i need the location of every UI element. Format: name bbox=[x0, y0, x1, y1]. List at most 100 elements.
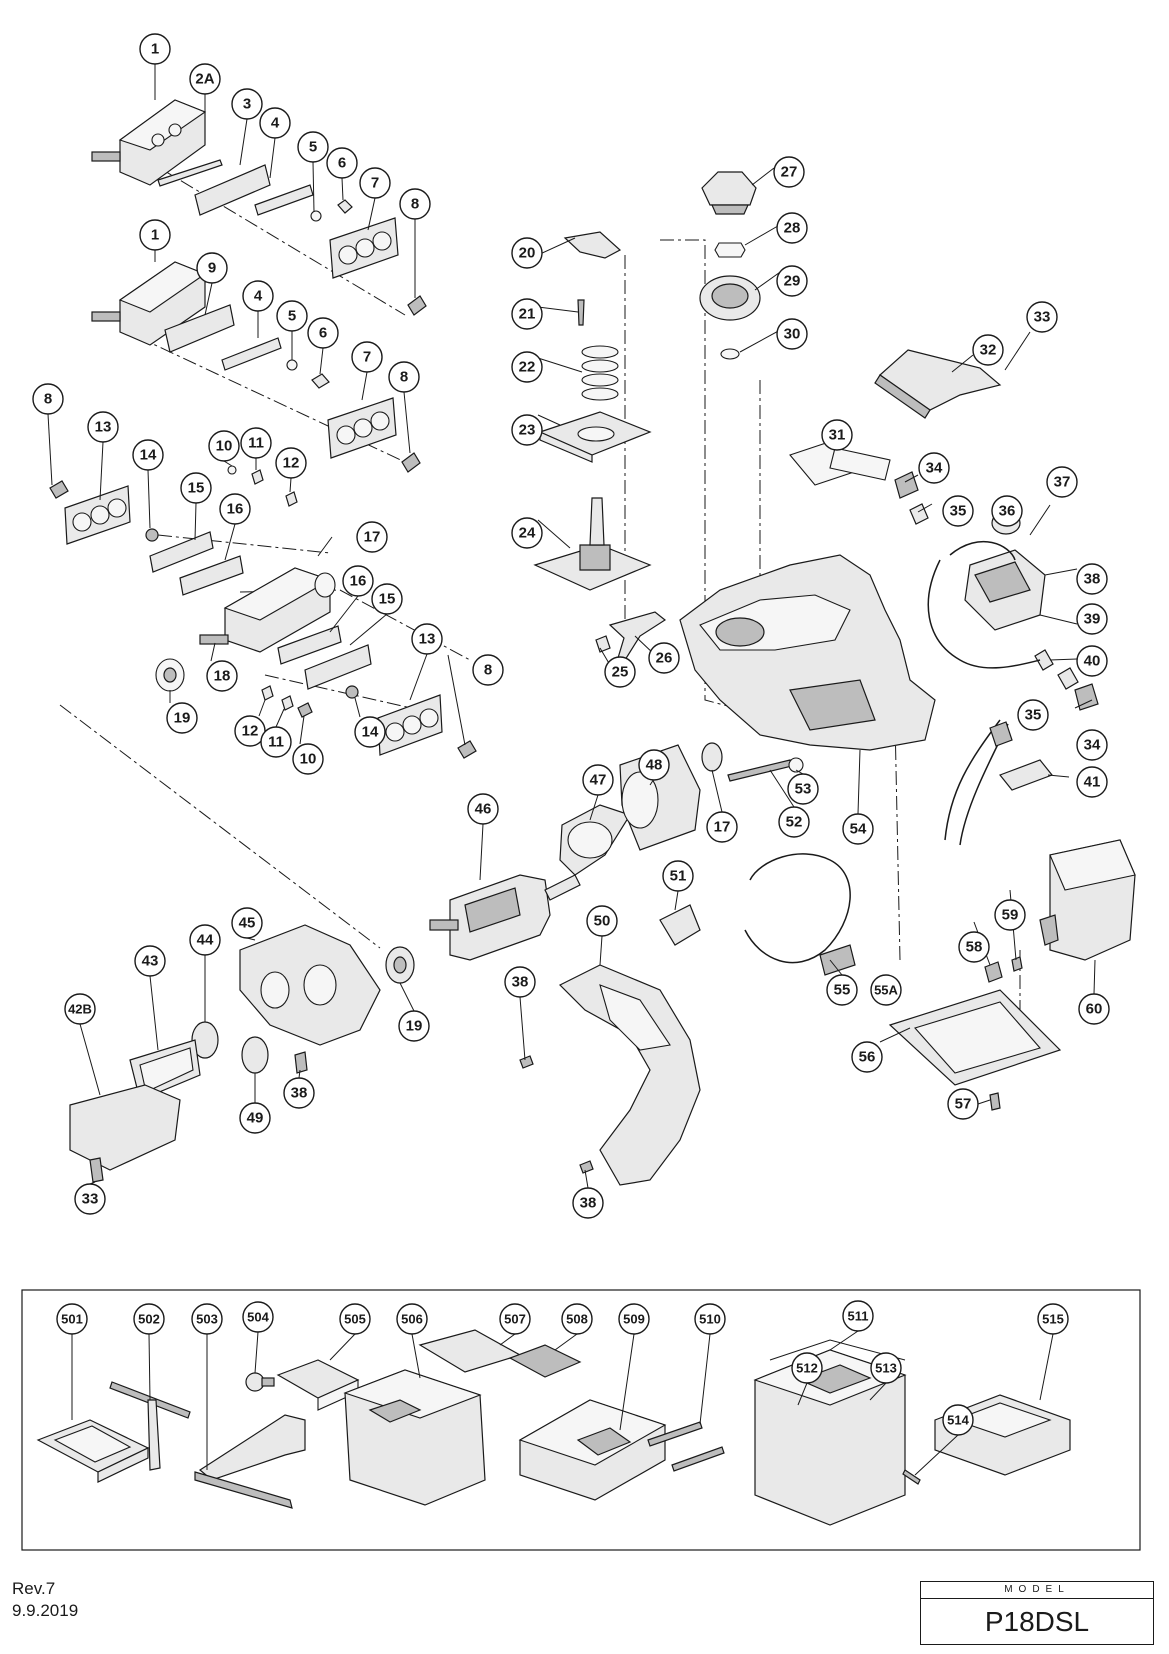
svg-text:59: 59 bbox=[1002, 907, 1019, 924]
callout-bubble: 8 bbox=[472, 654, 504, 686]
callout-bubble: 3 bbox=[231, 88, 263, 120]
main-housing bbox=[679, 349, 1002, 751]
svg-text:18: 18 bbox=[214, 668, 231, 685]
svg-text:7: 7 bbox=[363, 349, 371, 366]
callout-bubble: 2A bbox=[189, 63, 221, 95]
callout-bubble: 34 bbox=[1076, 729, 1108, 761]
callout-bubble: 54 bbox=[842, 813, 874, 845]
callout-bubble: 16 bbox=[342, 565, 374, 597]
accessories-frame bbox=[21, 1289, 1141, 1551]
battery-and-base bbox=[744, 839, 1136, 1111]
svg-text:38: 38 bbox=[580, 1195, 597, 1212]
svg-text:53: 53 bbox=[795, 781, 812, 798]
callout-bubble: 47 bbox=[582, 764, 614, 796]
svg-text:5: 5 bbox=[309, 139, 317, 156]
switch-and-wiring bbox=[894, 471, 1099, 846]
svg-text:22: 22 bbox=[519, 359, 536, 376]
svg-text:7: 7 bbox=[371, 175, 379, 192]
callout-bubble: 48 bbox=[638, 749, 670, 781]
callout-bubble: 43 bbox=[134, 945, 166, 977]
svg-text:12: 12 bbox=[242, 723, 259, 740]
callout-bubble: 12 bbox=[234, 715, 266, 747]
callout-bubble: 37 bbox=[1046, 466, 1078, 498]
callout-bubble: 511 bbox=[842, 1300, 874, 1332]
svg-text:504: 504 bbox=[247, 1310, 269, 1325]
svg-text:25: 25 bbox=[612, 664, 629, 681]
svg-text:10: 10 bbox=[216, 438, 233, 455]
svg-text:35: 35 bbox=[1025, 707, 1042, 724]
callout-bubble: 15 bbox=[371, 583, 403, 615]
svg-text:11: 11 bbox=[248, 435, 264, 452]
callout-bubble: 503 bbox=[191, 1303, 223, 1335]
svg-text:21: 21 bbox=[519, 306, 536, 323]
svg-text:9: 9 bbox=[208, 260, 216, 277]
svg-text:17: 17 bbox=[714, 819, 731, 836]
callout-bubble: 52 bbox=[778, 806, 810, 838]
callout-bubble: 57 bbox=[947, 1088, 979, 1120]
svg-text:513: 513 bbox=[875, 1361, 897, 1376]
svg-text:502: 502 bbox=[138, 1312, 160, 1327]
callout-bubble: 17 bbox=[356, 521, 388, 553]
callout-bubble: 14 bbox=[132, 439, 164, 471]
svg-text:33: 33 bbox=[1034, 309, 1051, 326]
callout-bubble: 28 bbox=[776, 212, 808, 244]
callout-bubble: 29 bbox=[776, 265, 808, 297]
callout-bubble: 26 bbox=[648, 642, 680, 674]
svg-text:14: 14 bbox=[362, 724, 379, 741]
callout-bubble: 7 bbox=[351, 341, 383, 373]
callout-bubble: 508 bbox=[561, 1303, 593, 1335]
callout-bubble: 42B bbox=[64, 993, 96, 1025]
callout-bubble: 55A bbox=[870, 974, 902, 1006]
svg-text:14: 14 bbox=[140, 447, 157, 464]
callout-bubble: 11 bbox=[240, 427, 272, 459]
svg-text:13: 13 bbox=[419, 631, 436, 648]
callout-bubble: 17 bbox=[706, 811, 738, 843]
callout-bubble: 19 bbox=[398, 1010, 430, 1042]
svg-text:16: 16 bbox=[227, 501, 244, 518]
svg-text:508: 508 bbox=[566, 1312, 588, 1327]
callout-bubble: 4 bbox=[259, 107, 291, 139]
callout-bubble: 51 bbox=[662, 860, 694, 892]
callout-bubble: 5 bbox=[297, 131, 329, 163]
belt-drive-assembly bbox=[69, 924, 381, 1183]
svg-text:52: 52 bbox=[786, 814, 803, 831]
svg-text:56: 56 bbox=[859, 1049, 876, 1066]
svg-text:6: 6 bbox=[319, 325, 327, 342]
callout-bubble: 16 bbox=[219, 493, 251, 525]
callout-bubble: 514 bbox=[942, 1404, 974, 1436]
callout-bubble: 44 bbox=[189, 924, 221, 956]
callout-bubble: 506 bbox=[396, 1303, 428, 1335]
depth-adjust-assembly bbox=[533, 231, 667, 661]
svg-text:15: 15 bbox=[188, 480, 205, 497]
svg-text:8: 8 bbox=[411, 196, 419, 213]
callout-bubble: 38 bbox=[1076, 563, 1108, 595]
svg-text:51: 51 bbox=[670, 868, 687, 885]
callout-bubble: 49 bbox=[239, 1102, 271, 1134]
svg-text:33: 33 bbox=[82, 1191, 99, 1208]
callout-bubble: 38 bbox=[283, 1077, 315, 1109]
callout-bubble: 9 bbox=[196, 252, 228, 284]
svg-text:29: 29 bbox=[784, 273, 801, 290]
callout-bubble: 38 bbox=[504, 966, 536, 998]
svg-text:26: 26 bbox=[656, 650, 673, 667]
callout-bubble: 509 bbox=[618, 1303, 650, 1335]
callout-bubble: 5 bbox=[276, 300, 308, 332]
callout-bubble: 34 bbox=[918, 452, 950, 484]
callout-bubble: 23 bbox=[511, 414, 543, 446]
svg-text:16: 16 bbox=[350, 573, 367, 590]
svg-text:37: 37 bbox=[1054, 474, 1071, 491]
callout-bubble: 505 bbox=[339, 1303, 371, 1335]
model-box: MODEL P18DSL bbox=[920, 1581, 1154, 1645]
callout-bubble: 501 bbox=[56, 1303, 88, 1335]
callout-bubble: 21 bbox=[511, 298, 543, 330]
callout-bubble: 50 bbox=[586, 905, 618, 937]
callout-bubble: 30 bbox=[776, 318, 808, 350]
svg-text:501: 501 bbox=[61, 1312, 83, 1327]
svg-text:12: 12 bbox=[283, 455, 300, 472]
callout-bubble: 22 bbox=[511, 351, 543, 383]
callout-bubbles: 1 2A 3 4 5 6 7 8 1 9 4 5 6 7 8 8 13 14 1… bbox=[32, 33, 1110, 1436]
svg-text:47: 47 bbox=[590, 772, 607, 789]
svg-text:19: 19 bbox=[406, 1018, 423, 1035]
revision-info: Rev.7 9.9.2019 bbox=[12, 1578, 78, 1622]
